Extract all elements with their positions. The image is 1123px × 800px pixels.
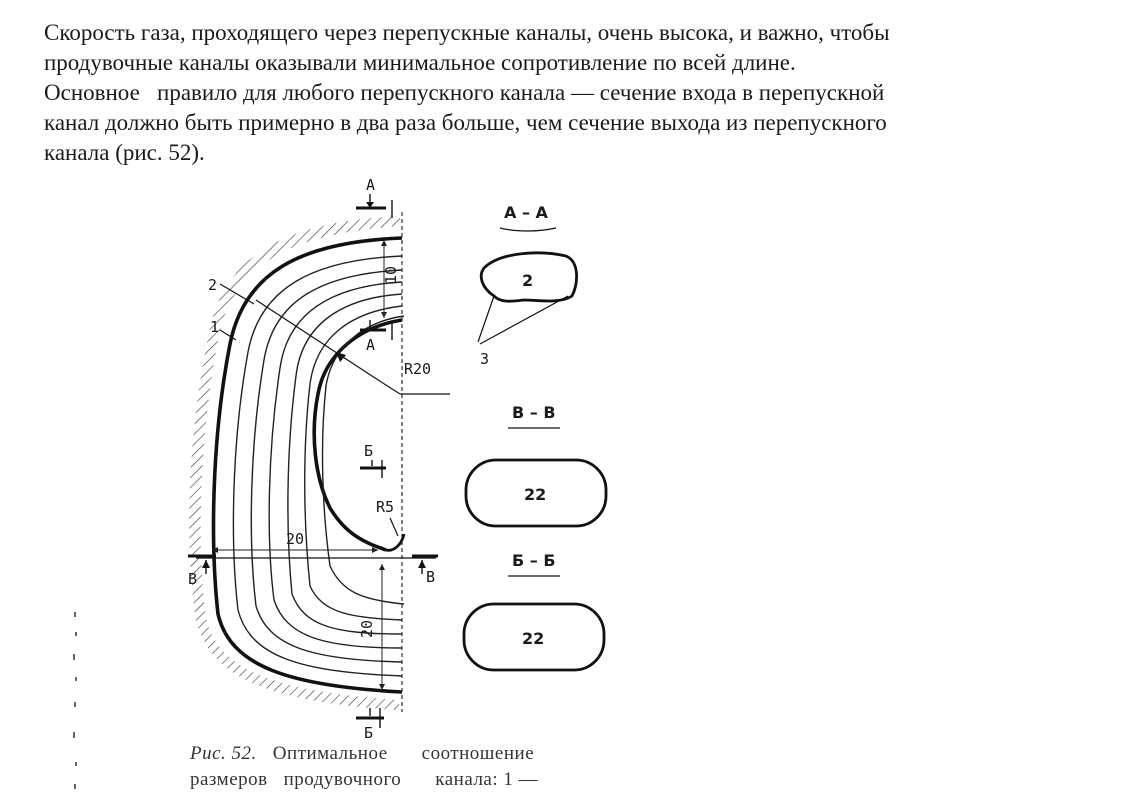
label-part-2: 2 [208,276,217,294]
section-b-upper-marker [360,460,386,478]
section-vv-title: В – В [512,403,556,422]
paragraph-line-1: Скорость газа, проходящего через перепус… [44,20,890,45]
dim-10-line [381,240,387,318]
paragraph-line-3: Основное правило для любого перепускного… [44,80,885,105]
channel-tip [385,533,406,552]
outer-wall-line [211,236,403,694]
figure-52: А А 10 2 1 [60,172,640,800]
label-a-top: А [366,176,375,194]
figure-caption: Рис. 52. Оптимальное соотношение размеров п… [190,741,610,793]
section-aa-shape [479,251,578,303]
flow-lines [232,255,405,677]
label-v-right: В [426,568,435,586]
section-a-top-marker [356,194,393,218]
caption-word-sizes: размеров [190,769,268,790]
caption-word-purge: продувочного [283,769,402,790]
label-r5: R5 [376,498,394,516]
label-b-lower: Б [364,724,373,742]
label-r20: R20 [404,360,431,378]
section-bb-shape [462,602,606,672]
channel-drawing: А А 10 2 1 [73,176,608,789]
dim-10-label: 10 [382,266,400,284]
inner-wall-line [312,318,403,552]
section-vv-value: 22 [524,485,546,504]
caption-fig-label: Рис. 52. [190,743,257,764]
caption-line-1: Рис. 52. Оптимальное соотношение [190,741,610,767]
caption-word-channel: канала: 1 — [435,769,539,790]
paragraph-line-5: канала (рис. 52). [44,140,205,165]
section-v-left-marker [188,554,216,574]
label-a-bottom: А [366,336,375,354]
body-paragraph: Скорость газа, проходящего через перепус… [44,18,1104,168]
section-v-right-marker [412,554,438,574]
label-b-upper: Б [364,442,373,460]
dim-20-vertical-line [379,564,385,690]
label-part-1: 1 [210,318,219,336]
section-bb-title: Б – Б [512,551,556,570]
dim-20-vertical-label: 20 [358,620,376,638]
r20-leader [255,299,373,377]
section-bb-value: 22 [522,629,544,648]
dim-20-horizontal-line [212,547,378,553]
caption-word-ratio: соотношение [421,743,535,764]
paragraph-line-4: канал должно быть примерно в два раза бо… [44,110,887,135]
paragraph-line-2: продувочные каналы оказывали минимальное… [44,50,796,75]
section-aa-value: 2 [522,271,533,290]
dim-20-horizontal-label: 20 [286,530,304,548]
section-vv-shape [464,458,608,528]
section-aa-title: А – А [504,203,549,222]
label-v-left: В [188,570,197,588]
scan-edge-noise [73,612,77,789]
section-b-lower-marker [356,708,384,728]
section-a-bottom-marker [360,320,393,340]
caption-line-2: размеров продувочного канала: 1 — [190,767,610,793]
label-part-3: 3 [480,350,489,368]
caption-word-optimal: Оптимальное [272,743,388,764]
